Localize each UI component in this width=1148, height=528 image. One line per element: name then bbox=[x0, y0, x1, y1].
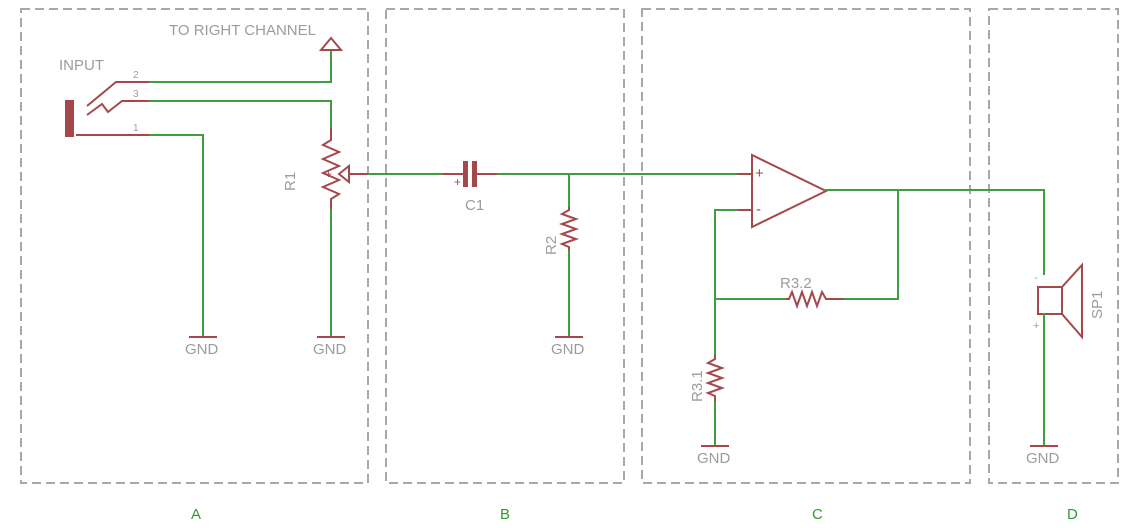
section-label-b: B bbox=[500, 506, 510, 523]
r3-1-resistor bbox=[705, 355, 725, 402]
wire-pin1-to-gnd bbox=[149, 134, 204, 338]
input-jack bbox=[65, 81, 150, 137]
wire-opamp-output bbox=[825, 189, 1045, 275]
c1-capacitor bbox=[442, 161, 498, 187]
pin-2-label: 2 bbox=[133, 70, 139, 81]
gnd-label-a1: GND bbox=[185, 341, 219, 358]
pin-1-label: 1 bbox=[133, 123, 139, 134]
r2-label: R2 bbox=[543, 236, 560, 255]
c1-label: C1 bbox=[465, 197, 484, 214]
speaker-minus: - bbox=[1034, 272, 1038, 284]
r1-potentiometer bbox=[320, 128, 369, 210]
input-label: INPUT bbox=[59, 57, 104, 74]
gnd-label-a2: GND bbox=[313, 341, 347, 358]
section-label-d: D bbox=[1067, 506, 1078, 523]
section-frame-d bbox=[988, 8, 1119, 484]
c1-plus: + bbox=[454, 175, 461, 189]
section-frame-a bbox=[20, 8, 369, 484]
gnd-label-b: GND bbox=[551, 341, 585, 358]
wire-inverting-input bbox=[714, 209, 738, 356]
section-frame-b bbox=[385, 8, 625, 484]
wire-feedback bbox=[843, 189, 899, 300]
speaker-sp1 bbox=[1037, 262, 1083, 340]
speaker-plus: + bbox=[1033, 320, 1039, 332]
wire-to-right-channel bbox=[149, 51, 332, 83]
opamp-minus: - bbox=[756, 201, 761, 218]
opamp-triangle bbox=[737, 153, 829, 229]
r1-wiper-plus: + bbox=[325, 167, 332, 181]
opamp-plus: + bbox=[755, 165, 764, 182]
section-label-c: C bbox=[812, 506, 823, 523]
r3-2-label: R3.2 bbox=[780, 275, 812, 292]
to-right-channel-label: TO RIGHT CHANNEL bbox=[169, 22, 316, 39]
sp1-label: SP1 bbox=[1089, 291, 1106, 319]
pin-3-label: 3 bbox=[133, 89, 139, 100]
section-frame-c bbox=[641, 8, 971, 484]
wire-pin3-to-r1 bbox=[149, 100, 332, 129]
gnd-label-c: GND bbox=[697, 450, 731, 467]
r1-label: R1 bbox=[282, 172, 299, 191]
r3-1-label: R3.1 bbox=[689, 370, 706, 402]
right-channel-port bbox=[318, 36, 344, 51]
r3-2-resistor bbox=[785, 289, 844, 309]
section-label-a: A bbox=[191, 506, 201, 523]
r2-resistor bbox=[559, 207, 579, 251]
gnd-label-d: GND bbox=[1026, 450, 1060, 467]
